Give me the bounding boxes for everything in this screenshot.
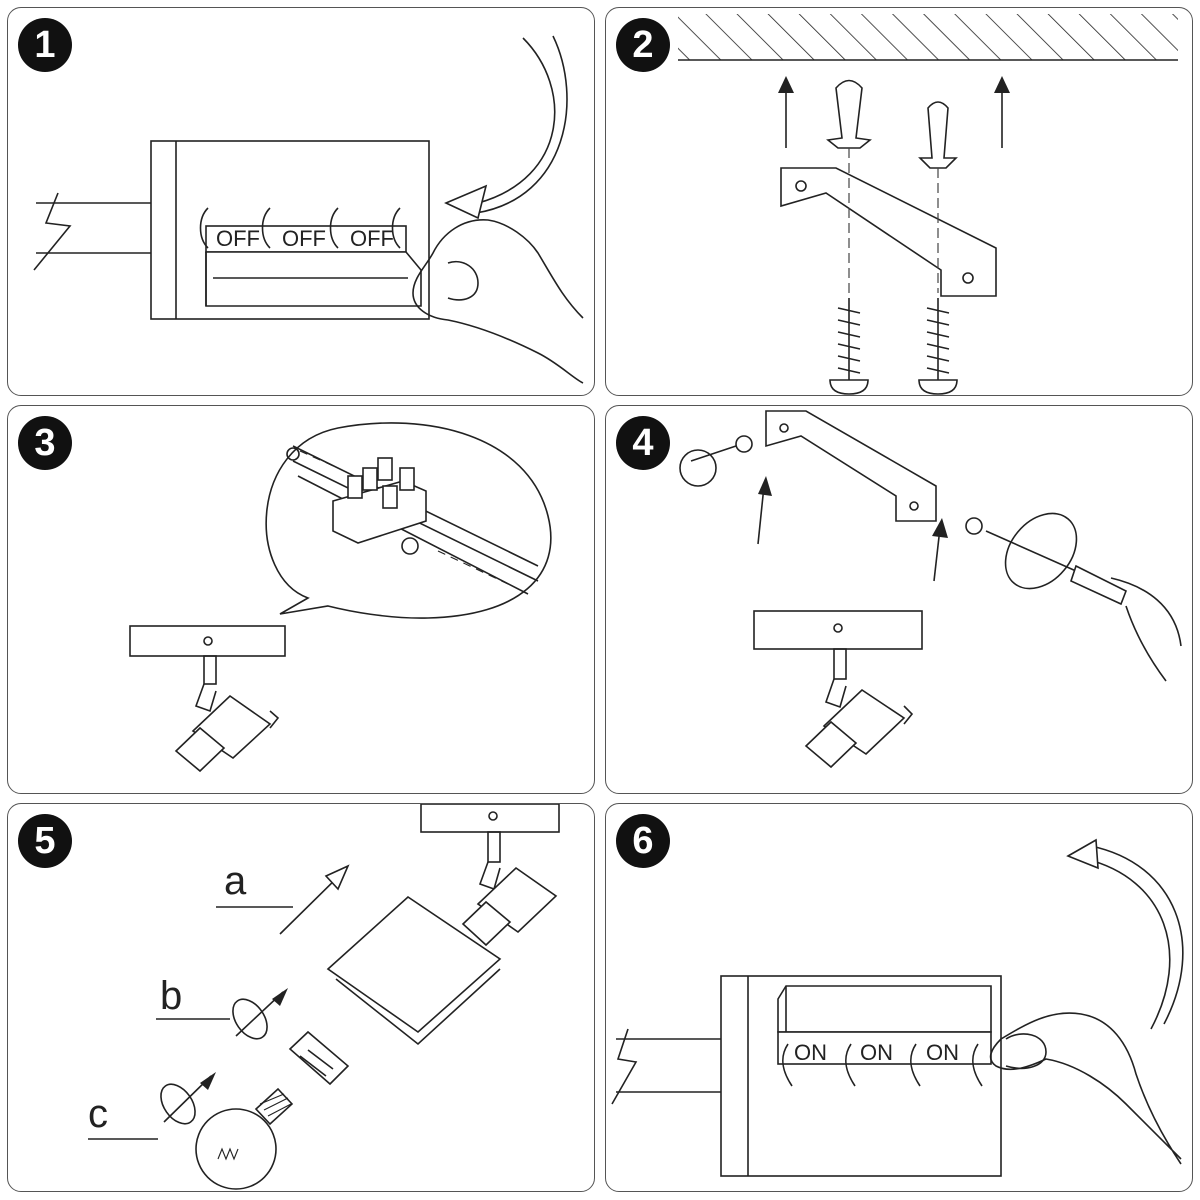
step-1-panel: 1 OFF OFF OFF [7,7,595,396]
step-4-badge: 4 [616,416,670,470]
switch-label-3: ON [926,1040,959,1065]
screw-icon [965,517,983,535]
screw-icon [926,298,950,380]
step-3-panel: 3 [7,405,595,794]
light-bulb-icon [195,1108,277,1190]
power-cable [616,1038,721,1093]
rotate-icon [1004,512,1078,590]
step-4-illustration [679,410,1182,769]
switch-block [205,251,422,307]
step-6-panel: 6 ON ON ON [605,803,1193,1192]
rotate-icon [160,1083,196,1125]
switch-levers [781,1043,983,1087]
curved-arrow-icon [1085,845,1184,1030]
earth-symbol [286,447,300,461]
up-arrow-icon [932,518,948,538]
arrow-icon [324,864,350,891]
wall-plug-icon [826,79,872,149]
switch-label-1: ON [794,1040,827,1065]
hand-icon [1110,577,1182,682]
ceiling-plate [753,610,923,650]
up-arrow-icon [758,476,772,496]
earth-symbol [401,537,419,555]
screw-icon [837,298,861,380]
switch-label-3: OFF [350,226,394,251]
lightning-break-icon [33,192,72,271]
rotate-icon [232,998,268,1040]
step-3-badge: 3 [18,416,72,470]
curved-arrow-icon [475,35,568,214]
switch-label-2: OFF [282,226,326,251]
screwdriver-icon [1070,564,1128,606]
switch-levers [199,207,401,249]
wiring-callout [265,422,552,619]
rotate-icon [679,449,717,487]
mounting-bracket [780,167,997,297]
switch-block [777,985,992,1033]
step-6-illustration: ON ON ON [611,838,1184,1177]
switch-label-1: OFF [216,226,260,251]
step-3-illustration [129,422,552,773]
power-cable [36,202,151,254]
lamp-shade [326,895,502,1034]
step-4-panel: 4 [605,405,1193,794]
step-5-badge: 5 [18,814,72,868]
wall-plug-icon [918,101,958,169]
mounting-bracket [765,410,937,522]
step-2-illustration [678,14,1178,395]
step-5-panel: 5 a b c [7,803,595,1192]
step-2-panel: 2 [605,7,1193,396]
ceiling [678,14,1178,60]
step-2-badge: 2 [616,18,670,72]
part-label-b: b [160,974,183,1018]
part-label-a: a [224,859,247,903]
step-5-illustration [88,804,560,1190]
lightning-break-icon [611,1028,638,1105]
ceiling-plate [129,625,286,657]
step-6-badge: 6 [616,814,670,868]
hand-icon [989,1012,1182,1165]
step-1-badge: 1 [18,18,72,72]
switch-label-2: ON [860,1040,893,1065]
part-label-c: c [88,1092,108,1136]
step-1-illustration: OFF OFF OFF [33,35,584,384]
screw-icon [735,435,753,453]
hand-icon [412,219,584,384]
